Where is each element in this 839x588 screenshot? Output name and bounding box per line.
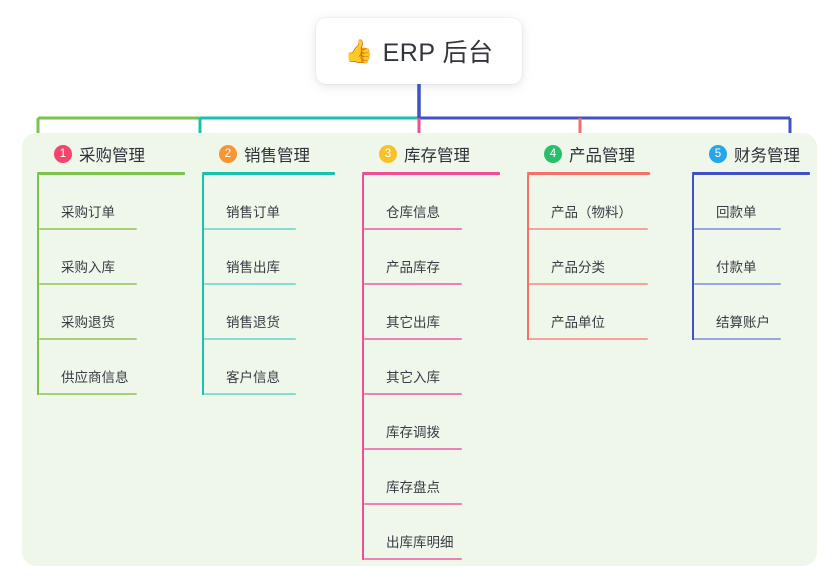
column-spine-3 (362, 175, 364, 560)
leaf-item[interactable]: 库存调拨 (362, 395, 500, 450)
column-title-5: 财务管理 (734, 147, 800, 165)
column-4: 4 产品管理产品（物料） 产品分类产品单位 (527, 133, 650, 340)
leaf-item-rule (364, 228, 462, 230)
leaf-item-rule (39, 283, 137, 285)
leaf-item-label: 采购退货 (61, 315, 115, 330)
leaf-item-label: 产品（物料） (551, 205, 632, 220)
column-header-rule-2 (202, 172, 335, 175)
leaf-item[interactable]: 供应商信息 (37, 340, 185, 395)
column-header-1[interactable]: 1 采购管理 (37, 133, 185, 175)
leaf-item-rule (204, 283, 296, 285)
leaf-item[interactable]: 采购退货 (37, 285, 185, 340)
leaf-item[interactable]: 产品单位 (527, 285, 650, 340)
leaf-item-label: 仓库信息 (386, 205, 440, 220)
leaf-item-label: 供应商信息 (61, 370, 129, 385)
leaf-item-label: 采购入库 (61, 260, 115, 275)
leaf-item-rule (364, 558, 462, 560)
root-node-label: ERP 后台 (382, 39, 494, 67)
column-5: 5 财务管理回款单付款单结算账户 (692, 133, 810, 340)
leaf-item-rule (529, 283, 648, 285)
column-title-2: 销售管理 (244, 147, 310, 165)
leaf-item-label: 产品库存 (386, 260, 440, 275)
leaf-item-label: 产品单位 (551, 315, 605, 330)
column-title-1: 采购管理 (79, 147, 145, 165)
column-header-rule-1 (37, 172, 185, 175)
leaf-item-rule (204, 393, 296, 395)
leaf-item-label: 结算账户 (716, 315, 770, 330)
column-badge-4: 4 (544, 145, 562, 163)
leaf-item[interactable]: 采购入库 (37, 230, 185, 285)
leaf-item-label: 销售出库 (226, 260, 280, 275)
leaf-item[interactable]: 客户信息 (202, 340, 335, 395)
leaf-item-rule (694, 228, 781, 230)
leaf-item-rule (529, 338, 648, 340)
column-spine-2 (202, 175, 204, 395)
leaf-item[interactable]: 产品库存 (362, 230, 500, 285)
leaf-item[interactable]: 出库库明细 (362, 505, 500, 560)
column-header-4[interactable]: 4 产品管理 (527, 133, 650, 175)
root-node-card[interactable]: 👍 ERP 后台 (316, 18, 522, 84)
leaf-item-label: 产品分类 (551, 260, 605, 275)
leaf-item-label: 回款单 (716, 205, 757, 220)
leaf-item-label: 库存盘点 (386, 480, 440, 495)
column-header-rule-5 (692, 172, 810, 175)
leaf-item[interactable]: 产品分类 (527, 230, 650, 285)
column-header-rule-3 (362, 172, 500, 175)
leaf-item-rule (204, 228, 296, 230)
leaf-item[interactable]: 销售退货 (202, 285, 335, 340)
leaf-item[interactable]: 回款单 (692, 175, 810, 230)
column-3: 3 库存管理仓库信息产品库存其它出库其它入库库存调拨库存盘点出库库明细 (362, 133, 500, 560)
leaf-item[interactable]: 采购订单 (37, 175, 185, 230)
content-panel (22, 133, 817, 566)
column-header-5[interactable]: 5 财务管理 (692, 133, 810, 175)
leaf-item-label: 库存调拨 (386, 425, 440, 440)
leaf-item-label: 销售退货 (226, 315, 280, 330)
column-spine-5 (692, 175, 694, 340)
leaf-item-rule (39, 338, 137, 340)
leaf-item-rule (694, 338, 781, 340)
leaf-item-rule (529, 228, 648, 230)
column-spine-1 (37, 175, 39, 395)
leaf-item-rule (364, 338, 462, 340)
leaf-item-rule (364, 503, 462, 505)
column-header-2[interactable]: 2 销售管理 (202, 133, 335, 175)
leaf-item-label: 采购订单 (61, 205, 115, 220)
leaf-item-rule (364, 393, 462, 395)
column-header-rule-4 (527, 172, 650, 175)
column-1: 1 采购管理采购订单采购入库采购退货供应商信息 (37, 133, 185, 395)
leaf-item-rule (39, 393, 137, 395)
leaf-item-rule (364, 283, 462, 285)
leaf-item[interactable]: 销售订单 (202, 175, 335, 230)
column-badge-5: 5 (709, 145, 727, 163)
column-title-3: 库存管理 (404, 147, 470, 165)
root-node-title: 👍 ERP 后台 (344, 33, 493, 69)
column-badge-2: 2 (219, 145, 237, 163)
column-header-3[interactable]: 3 库存管理 (362, 133, 500, 175)
leaf-item-label: 客户信息 (226, 370, 280, 385)
leaf-item[interactable]: 产品（物料） (527, 175, 650, 230)
leaf-item-rule (39, 228, 137, 230)
column-spine-4 (527, 175, 529, 340)
column-badge-1: 1 (54, 145, 72, 163)
leaf-item-label: 其它入库 (386, 370, 440, 385)
leaf-item-label: 销售订单 (226, 205, 280, 220)
leaf-item-label: 出库库明细 (386, 535, 454, 550)
leaf-item[interactable]: 销售出库 (202, 230, 335, 285)
column-2: 2 销售管理销售订单销售出库销售退货客户信息 (202, 133, 335, 395)
leaf-item[interactable]: 结算账户 (692, 285, 810, 340)
leaf-item[interactable]: 库存盘点 (362, 450, 500, 505)
leaf-item-rule (204, 338, 296, 340)
leaf-item-rule (694, 283, 781, 285)
leaf-item[interactable]: 其它入库 (362, 340, 500, 395)
leaf-item-rule (364, 448, 462, 450)
leaf-item[interactable]: 其它出库 (362, 285, 500, 340)
leaf-item-label: 付款单 (716, 260, 757, 275)
thumbs-up-icon: 👍 (344, 37, 374, 64)
leaf-item-label: 其它出库 (386, 315, 440, 330)
column-title-4: 产品管理 (569, 147, 635, 165)
leaf-item[interactable]: 付款单 (692, 230, 810, 285)
column-badge-3: 3 (379, 145, 397, 163)
column-container: 1 采购管理采购订单采购入库采购退货供应商信息 2 销售管理销售订单销售出库销售退货客… (22, 133, 817, 566)
leaf-item[interactable]: 仓库信息 (362, 175, 500, 230)
